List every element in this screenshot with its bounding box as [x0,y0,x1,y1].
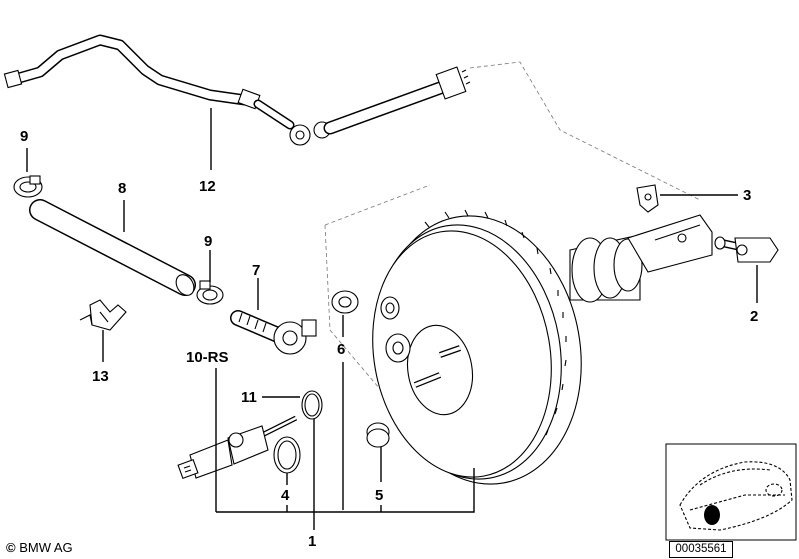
copyright-notice: © BMW AG [6,540,73,555]
hose-tube-part-8[interactable] [29,199,197,299]
vacuum-sensor-part-10-rs[interactable] [177,415,298,480]
vacuum-hose-part-12[interactable] [3,34,471,146]
label-9-lower: 9 [204,233,212,250]
dashed-guide-lines [324,61,701,396]
hose-clamp-part-9-upper[interactable] [13,175,43,198]
label-11: 11 [241,389,257,406]
label-1: 1 [308,533,316,550]
check-valve-part-7[interactable] [230,310,317,355]
nut-part-5[interactable] [366,422,390,448]
copyright-symbol: © [6,540,16,555]
label-10-rs: 10-RS [186,349,229,366]
label-8: 8 [118,180,126,197]
label-4: 4 [281,487,290,504]
car-locator-inset [665,443,797,541]
label-5: 5 [375,487,383,504]
label-12: 12 [199,178,216,195]
o-ring-part-11[interactable] [301,390,323,420]
diagram-reference-number: 00035561 [669,541,733,558]
label-7: 7 [252,262,260,279]
o-ring-part-4[interactable] [273,436,301,474]
label-9-upper: 9 [20,128,28,145]
label-3: 3 [743,187,751,204]
highlight-marker [704,505,720,525]
pin-clip-part-2[interactable] [714,236,779,263]
bracket-line-bottom [216,468,475,513]
bracket-clip-part-13[interactable] [79,299,127,331]
label-6: 6 [337,341,345,358]
clip-plate-part-3[interactable] [636,184,659,213]
copyright-text: BMW AG [19,540,73,555]
hose-clamp-part-9-lower[interactable] [196,280,224,305]
grommet-part-6[interactable] [331,290,359,314]
brake-booster-part-1[interactable] [354,200,713,501]
label-2: 2 [750,308,758,325]
label-13: 13 [92,368,109,385]
